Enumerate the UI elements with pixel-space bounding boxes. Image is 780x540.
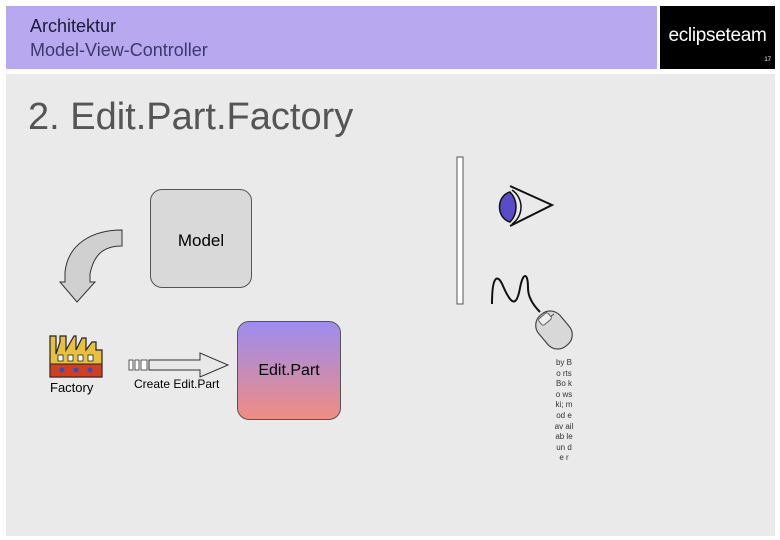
header-subtitle: Model-View-Controller (30, 40, 208, 60)
eye-icon (498, 185, 555, 227)
right-arrow-icon (128, 352, 230, 378)
header-bar: Architektur Model-View-Controller eclips… (6, 6, 775, 69)
editpart-node: Edit.Part (237, 321, 341, 420)
slide-title: 2. Edit.Part.Factory (28, 96, 354, 138)
logo-text: eclipseteam (668, 25, 767, 46)
header-title: Architektur (30, 16, 117, 36)
factory-label: Factory (50, 380, 94, 395)
slide-content: 2. Edit.Part.Factory (6, 74, 775, 536)
diagram-canvas (49, 156, 573, 378)
eclipseteam-logo: eclipseteam 17 (657, 6, 775, 69)
screen-bar (456, 156, 464, 305)
editpart-label: Edit.Part (258, 362, 320, 379)
create-editpart-label: Create Edit.Part (134, 377, 220, 391)
factory-icon (49, 335, 103, 378)
cable-squiggle (491, 275, 541, 313)
credit-text: by Bo rts Bo ko ws ki; m od e av ail ab … (554, 358, 574, 463)
page-number: 17 (764, 57, 771, 63)
model-node: Model (150, 189, 252, 288)
mouse-icon (535, 310, 573, 350)
model-label: Model (177, 231, 225, 250)
curved-arrow-icon (58, 229, 123, 303)
